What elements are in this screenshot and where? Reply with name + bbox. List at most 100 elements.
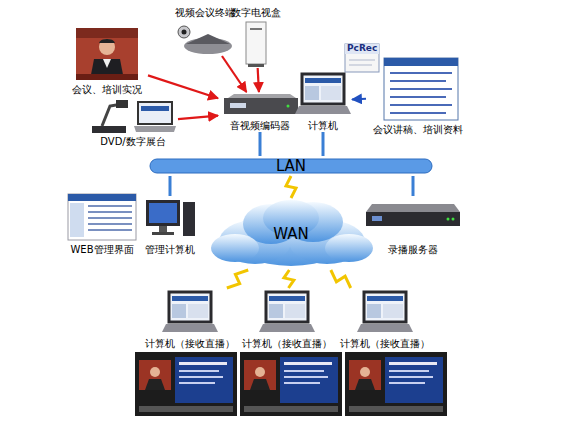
server-light — [452, 218, 455, 221]
screen-pane — [305, 86, 319, 100]
laptop-screen — [138, 102, 172, 124]
window-frame — [345, 44, 379, 72]
document-line — [390, 72, 452, 74]
screen-frame — [345, 352, 447, 416]
node-label: 管理计算机 — [140, 243, 200, 256]
icon-group — [162, 292, 218, 332]
window-title-bar — [384, 58, 458, 66]
node-label: DVD/数字展台 — [88, 135, 178, 148]
slide-line — [284, 382, 320, 384]
pc-node: 管理计算机 — [140, 196, 200, 256]
camera-head — [116, 100, 128, 108]
screen-pane — [172, 304, 186, 318]
document-window — [384, 58, 458, 120]
server-light — [447, 218, 450, 221]
browser-line — [88, 217, 132, 219]
video-pane — [244, 360, 276, 390]
speaker-head — [150, 367, 160, 377]
node-label: 数字电视盒 — [228, 6, 284, 19]
laptop-base — [162, 324, 218, 332]
icon-group — [146, 200, 195, 236]
camera-lens — [182, 30, 187, 35]
lan-drop-line — [412, 176, 415, 196]
screen-pane — [383, 304, 403, 318]
screen-pane — [269, 304, 283, 318]
slide-line — [389, 370, 429, 372]
box-body — [246, 22, 266, 64]
video-pane — [349, 360, 381, 390]
server-top — [366, 204, 460, 212]
lan-drop-line — [322, 132, 325, 156]
slide-line — [389, 376, 433, 378]
node-label: 音视频编码器 — [218, 119, 302, 132]
slide-line — [179, 376, 223, 378]
tvbox-node: 数字电视盒 — [228, 6, 284, 68]
node-label: 计算机（接收直播） — [239, 337, 335, 350]
player-bar — [349, 406, 443, 412]
cloud-puff — [325, 234, 373, 262]
lan-drop-line — [259, 132, 262, 156]
box-top — [228, 94, 296, 98]
slide-line — [179, 370, 219, 372]
slide-line — [389, 382, 425, 384]
monitor-frame — [146, 200, 180, 226]
speaker-head — [360, 367, 370, 377]
photo-desk — [76, 74, 138, 80]
window-title: PcRec — [347, 43, 377, 54]
laptop-base — [295, 106, 351, 114]
window-title-bar — [345, 44, 379, 54]
screen-bar — [269, 296, 305, 301]
browser-line — [88, 229, 132, 231]
pc-tower — [183, 202, 195, 236]
node-label: WAN — [205, 225, 377, 243]
node-label: LAN — [150, 157, 432, 175]
slide-pane — [280, 357, 338, 403]
slide-pane — [385, 357, 443, 403]
phone-top — [186, 34, 230, 44]
box-front — [224, 98, 298, 114]
screen-bar — [305, 78, 341, 83]
server-node: 录播服务器 — [358, 196, 468, 256]
dvd-node: DVD/数字展台 — [88, 98, 178, 148]
server-panel — [372, 216, 382, 221]
lightning-link — [284, 270, 294, 288]
icon-group — [224, 94, 298, 114]
laptop-node: 计算机（接收直播） — [239, 288, 335, 350]
photo-curtain — [76, 28, 138, 38]
photo-node: 会议、培训实况 — [66, 28, 148, 96]
document-line — [390, 80, 446, 82]
icon-group — [92, 100, 176, 133]
icon-group — [68, 194, 136, 240]
laptop-screen — [302, 74, 344, 104]
icon-group — [259, 292, 315, 332]
speaker-hair — [99, 39, 115, 43]
node-label: 会议讲稿、培训资料 — [366, 123, 470, 136]
screen-pane — [188, 304, 208, 318]
window-line — [349, 60, 375, 61]
browser-line — [88, 223, 132, 225]
laptop-node: 计算机（接收直播） — [337, 288, 433, 350]
pcrec-window — [345, 44, 379, 72]
laptop-node: 计算机（接收直播） — [142, 288, 238, 350]
screen-bar — [172, 296, 208, 301]
browser-line — [88, 205, 132, 207]
slide-line — [284, 376, 328, 378]
web-node: WEB管理界面 — [62, 192, 142, 256]
slide-line — [284, 362, 332, 365]
camera-ball — [178, 26, 190, 38]
camera-base — [92, 126, 126, 133]
screenshot — [345, 352, 447, 416]
node-label: 录播服务器 — [358, 243, 468, 256]
signal-arrow — [352, 98, 366, 101]
signal-arrow — [258, 68, 259, 92]
slide-line — [389, 362, 437, 365]
signal-arrow — [178, 116, 218, 119]
icon-group — [76, 28, 138, 80]
lightning-link — [331, 270, 351, 288]
photo-background — [76, 28, 138, 80]
screen-frame — [135, 352, 237, 416]
signal-arrow — [222, 56, 246, 92]
lan-drop-line — [169, 176, 172, 196]
laptop-screen — [266, 292, 308, 322]
